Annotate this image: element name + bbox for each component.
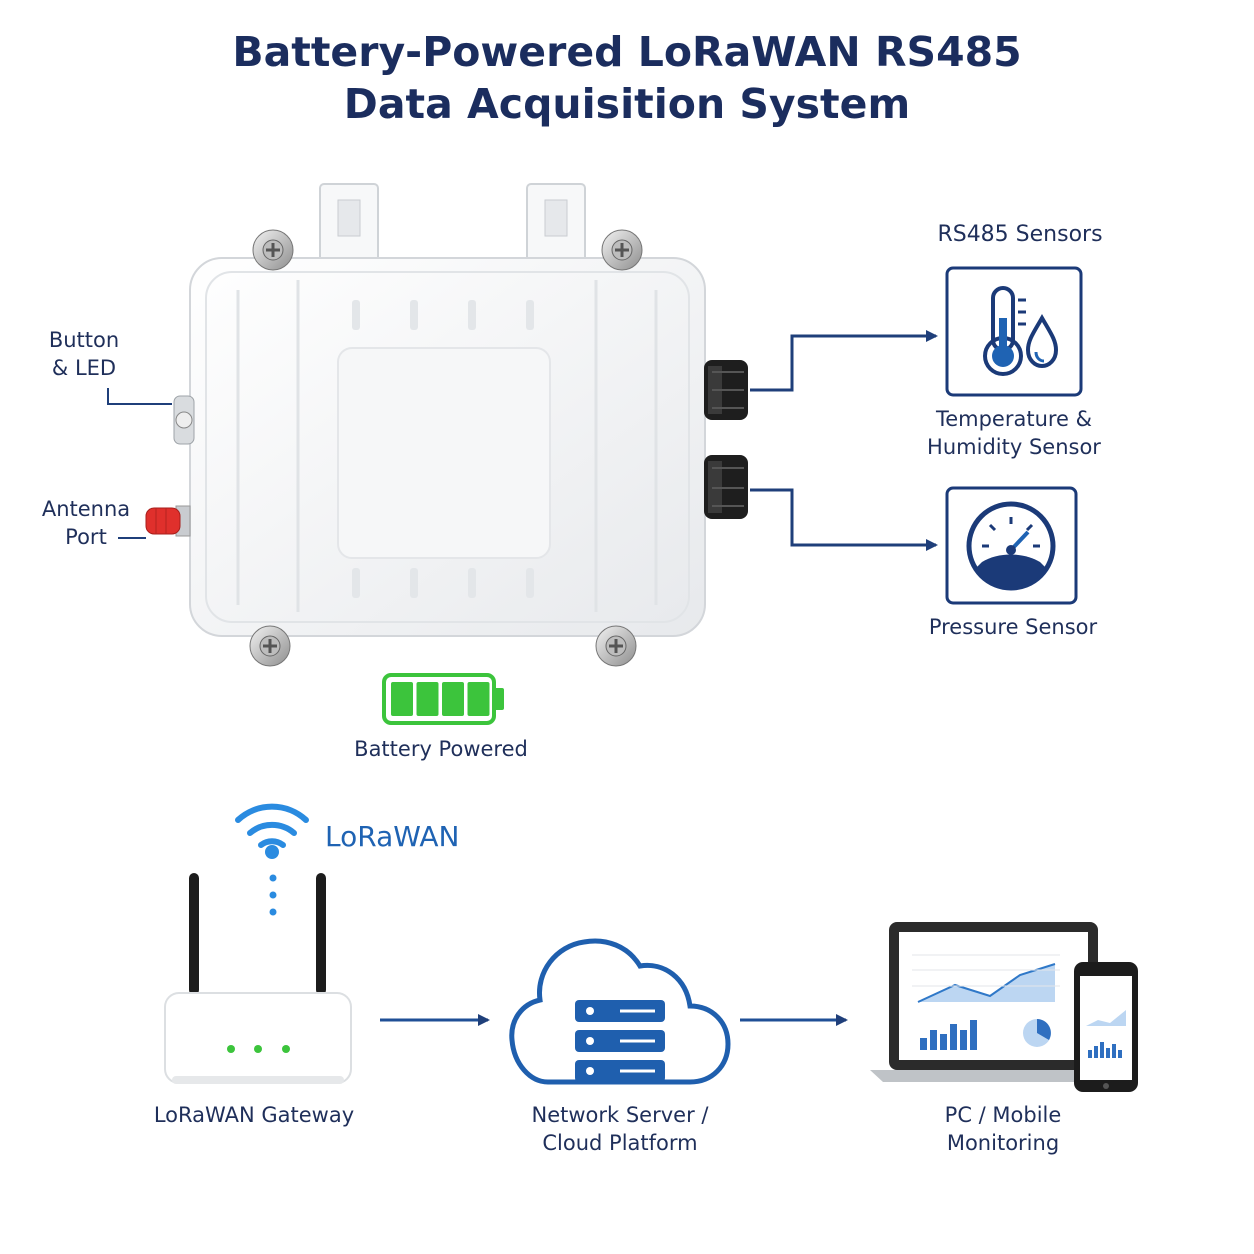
- mobile-phone-icon: [1074, 962, 1138, 1092]
- screw-top-right: [601, 229, 643, 271]
- mounting-bracket-left: [319, 183, 379, 271]
- battery-powered-label: Battery Powered: [354, 737, 528, 761]
- pc-mobile-label: PC / Mobile Monitoring: [944, 1103, 1062, 1155]
- laptop-monitor-icon: [870, 922, 1117, 1082]
- battery-cell: [442, 682, 464, 716]
- lorawan-gateway-device: [164, 873, 352, 1084]
- button-led-port: [173, 395, 195, 445]
- gateway-label: LoRaWAN Gateway: [153, 1103, 355, 1127]
- screw-bottom-left: [249, 625, 291, 667]
- cable-gland-top: [704, 360, 748, 420]
- arrow-to-pressure-sensor: [750, 488, 938, 551]
- antenna-port-connector: [145, 505, 191, 537]
- label-panel: [337, 347, 551, 559]
- enclosure-device: [145, 183, 748, 667]
- battery-icon: [382, 673, 504, 725]
- temperature-humidity-icon: [945, 266, 1083, 397]
- cloud-server-icon: [509, 938, 731, 1085]
- temperature-humidity-label: Temperature & Humidity Sensor: [927, 407, 1101, 459]
- button-led-label: Button & LED: [48, 328, 120, 380]
- page-title: Battery-Powered LoRaWAN RS485 Data Acqui…: [0, 26, 1254, 130]
- screw-bottom-right: [595, 625, 637, 667]
- mounting-bracket-right: [526, 183, 586, 271]
- battery-cell: [467, 682, 490, 716]
- battery-cell: [391, 682, 413, 716]
- screw-top-left: [252, 229, 294, 271]
- title-line-2: Data Acquisition System: [343, 80, 911, 128]
- pressure-sensor-label: Pressure Sensor: [928, 615, 1098, 639]
- lorawan-label: LoRaWAN: [325, 820, 460, 853]
- antenna-port-label: Antenna Port: [41, 497, 131, 549]
- button-led-leader: [107, 388, 172, 405]
- arrow-to-temp-sensor: [750, 330, 938, 392]
- pressure-gauge-icon: [945, 486, 1078, 605]
- network-server-label: Network Server / Cloud Platform: [531, 1103, 709, 1155]
- rs485-sensors-heading: RS485 Sensors: [937, 222, 1103, 247]
- cable-gland-bottom: [704, 455, 748, 519]
- wireless-signal-icon: [235, 803, 309, 848]
- title-line-1: Battery-Powered LoRaWAN RS485: [232, 28, 1022, 76]
- battery-cell: [416, 682, 439, 716]
